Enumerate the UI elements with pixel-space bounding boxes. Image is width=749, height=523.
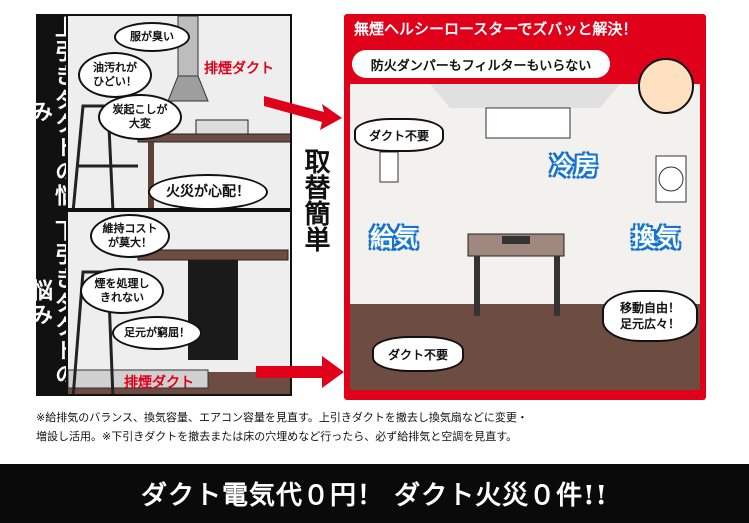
- bottom-duct-panel: 維持コスト が莫大！ 煙を処理し きれない 足元が窮屈！ 排煙ダクト: [66, 210, 292, 396]
- room-illustration: 冷房 給気 換気 ダクト不要 ダクト不要 移動自由！ 足元広々！: [350, 84, 700, 390]
- replace-easy-label: 取替簡単: [300, 148, 330, 252]
- top-duct-label: 排煙ダクト: [204, 61, 274, 77]
- bubble-cramped-feet: 足元が窮屈！: [112, 316, 202, 350]
- exhaust-label: 換気: [632, 224, 680, 252]
- arrow-right-icon: [264, 96, 342, 130]
- free-move-burst: 移動自由！ 足元広々！: [602, 290, 698, 342]
- top-no-duct-burst: ダクト不要: [354, 118, 444, 152]
- solution-panel: 無煙ヘルシーロースターでズバッと解決！ 防火ダンパーもフィルターもいらない 冷房…: [344, 14, 706, 400]
- bubble-maintenance-cost: 維持コスト が莫大！: [90, 214, 170, 258]
- footer-headline: ダクト電気代０円！ ダクト火災０件!!: [141, 481, 608, 511]
- solution-banner-title: 無煙ヘルシーロースターでズバッと解決！: [354, 20, 638, 38]
- arrow-right-icon: [256, 356, 344, 388]
- cooling-label: 冷房: [550, 152, 598, 180]
- bottom-duct-side-label: 下引きダクトの悩み: [27, 210, 76, 396]
- top-duct-side-label: 上引きダクトの悩み: [27, 14, 76, 210]
- woman-avatar-icon: [638, 58, 694, 114]
- supply-label: 給気: [370, 224, 418, 252]
- bubble-oil: 油汚れが ひどい！: [78, 52, 152, 98]
- bubble-fire-worry: 火災が心配！: [148, 174, 268, 208]
- bubble-smoke-handling: 煙を処理し きれない: [80, 268, 164, 314]
- solution-sub-banner: 防火ダンパーもフィルターもいらない: [352, 50, 610, 78]
- bubble-charcoal: 炭起こしが 大変: [98, 94, 182, 140]
- footer-bar: ダクト電気代０円！ ダクト火災０件!!: [0, 464, 749, 523]
- notes-text: ※給排気のバランス、換気容量、エアコン容量を見直す。上引きダクトを撤去し換気扇な…: [36, 411, 528, 443]
- bubble-smell: 服が臭い: [114, 22, 190, 52]
- top-duct-panel: 服が臭い 油汚れが ひどい！ 炭起こしが 大変 火災が心配！ 排煙ダクト: [66, 14, 292, 210]
- bottom-duct-label: 排煙ダクト: [124, 375, 194, 391]
- bottom-no-duct-burst: ダクト不要: [372, 336, 464, 372]
